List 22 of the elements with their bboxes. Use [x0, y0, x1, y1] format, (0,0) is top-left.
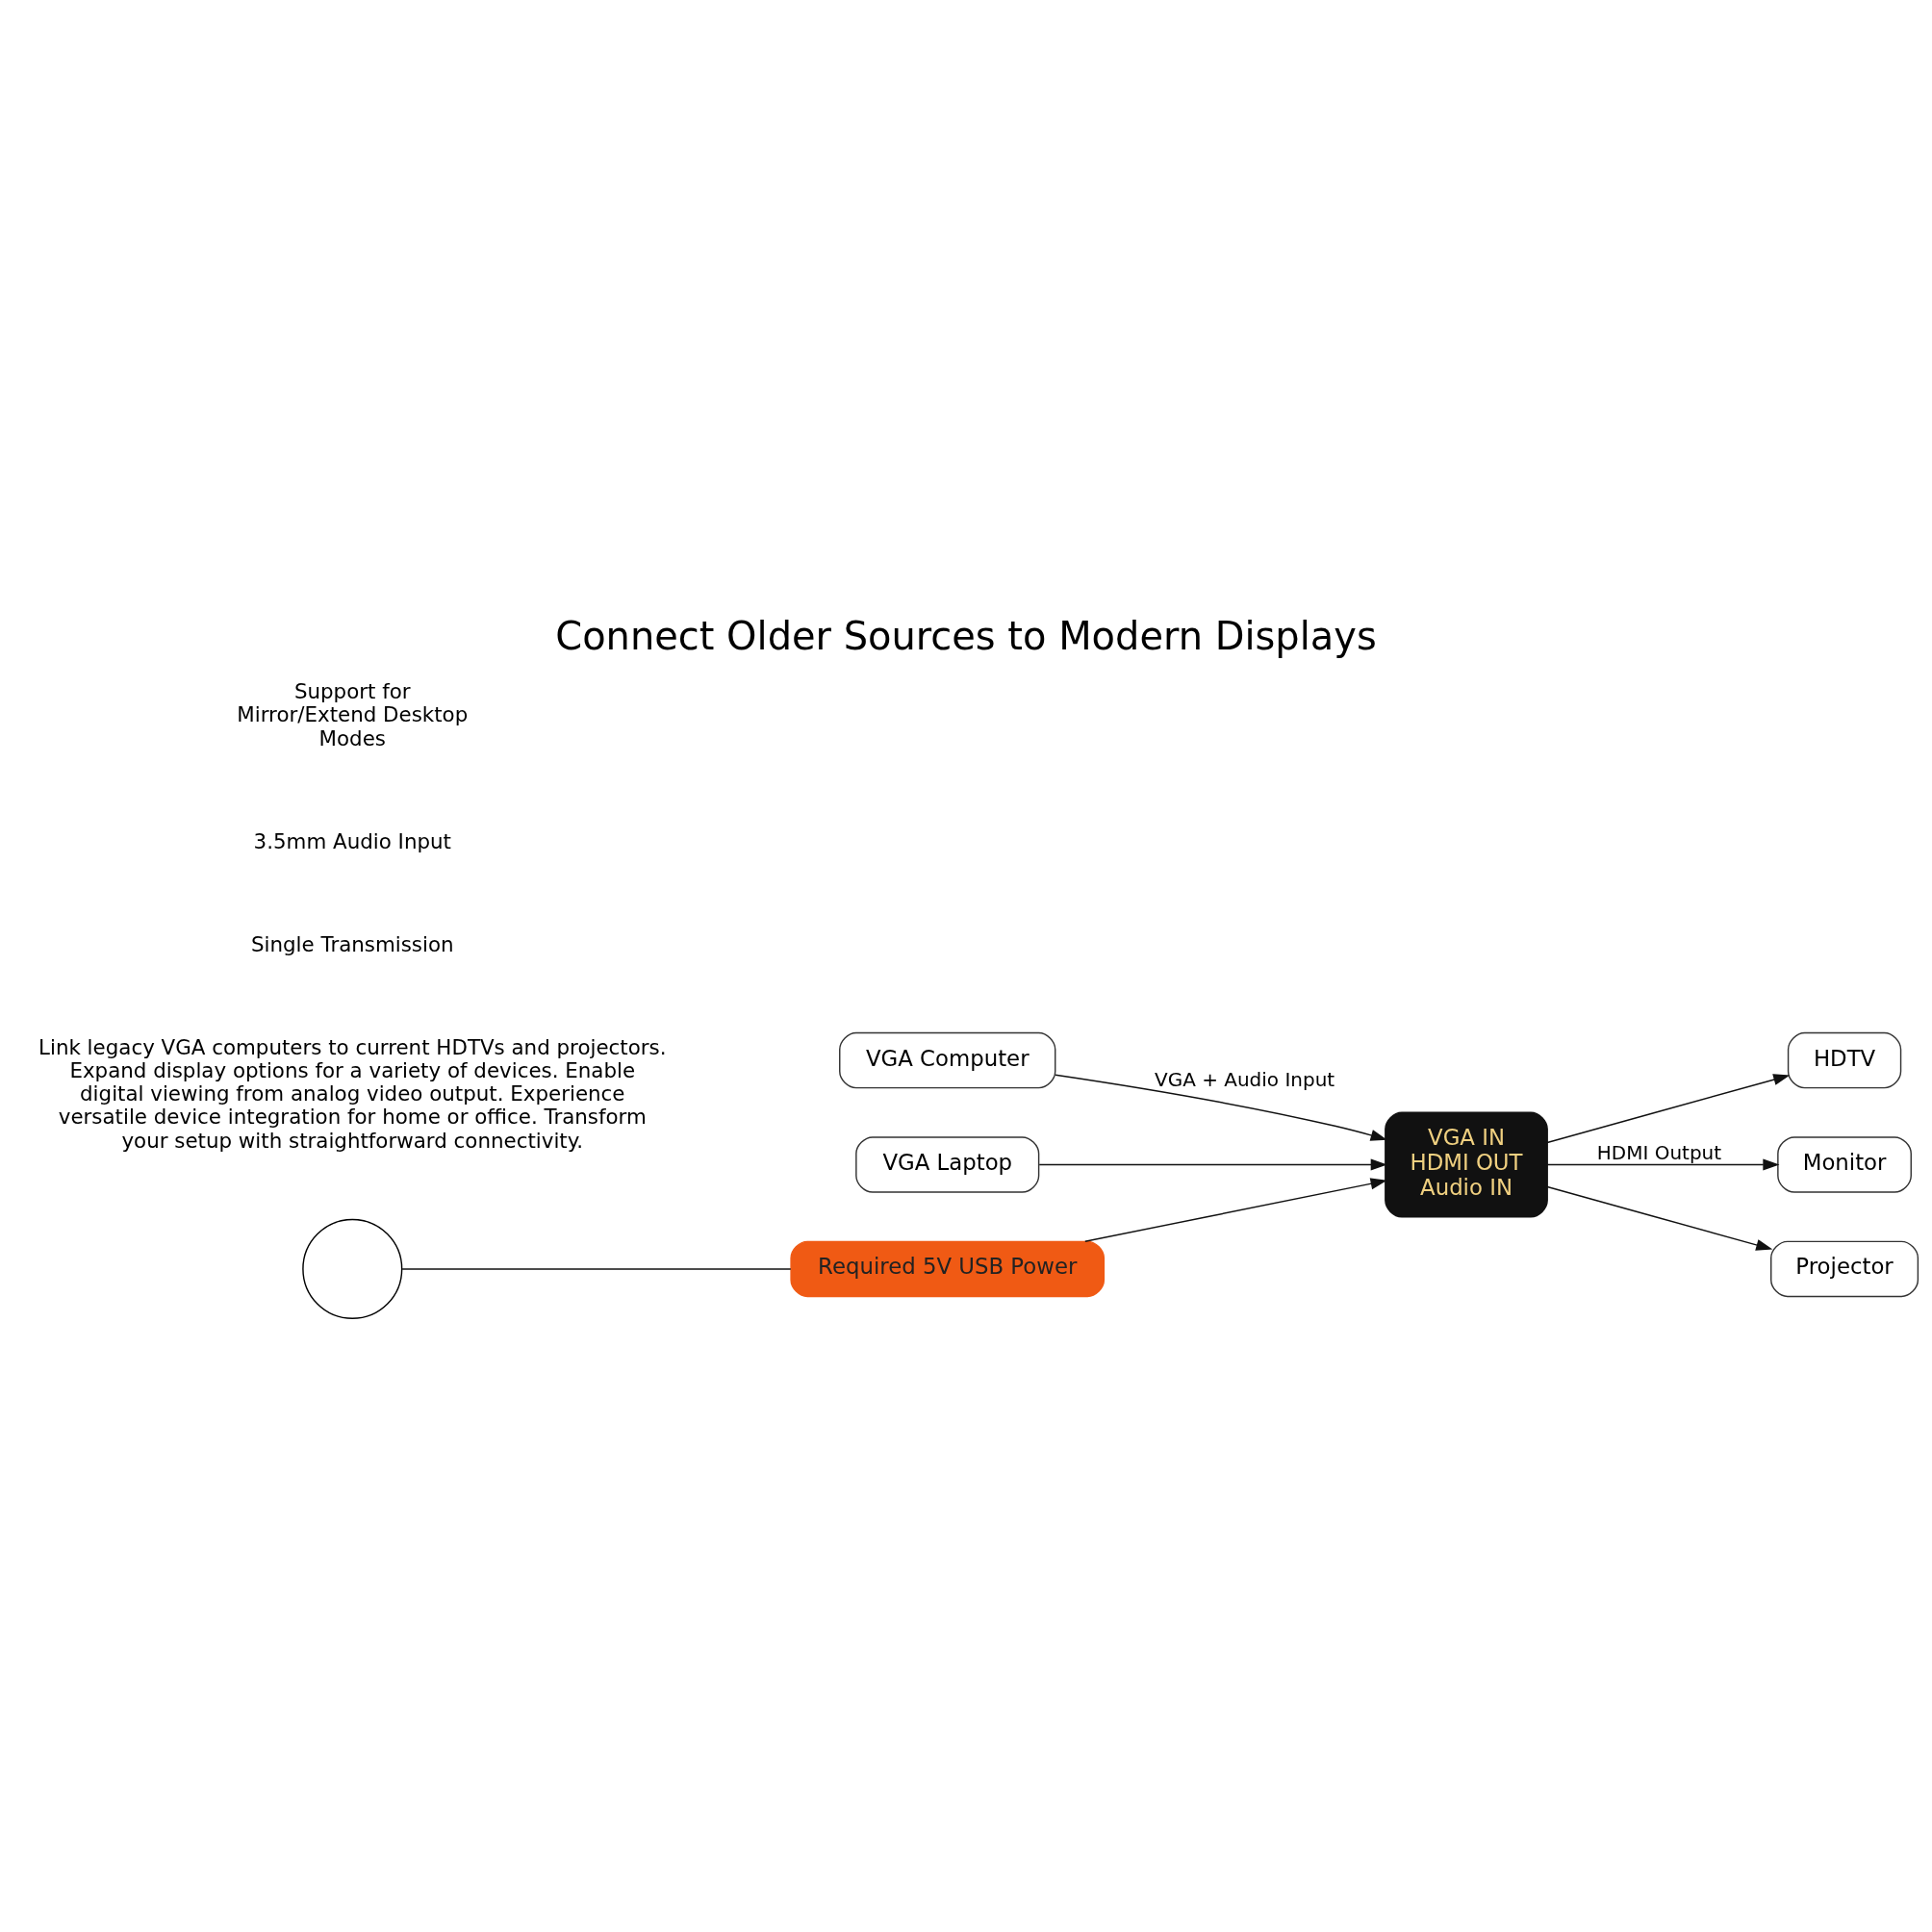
node-box: VGA Laptop	[855, 1136, 1040, 1193]
node-circle	[302, 1218, 403, 1319]
node-box: VGA Computer	[839, 1031, 1056, 1089]
label: Link legacy VGA computers to current HDTVs and projectors. Expand display options for a variety of devices. Enable digital viewing from analog video output. Experience versatile device integration for home or office. Transform your setup with straightforward connectivity.	[38, 1034, 667, 1153]
arrow	[1038, 1158, 1387, 1171]
node-box: VGA IN HDMI OUT Audio IN	[1385, 1111, 1548, 1218]
label: 3.5mm Audio Input	[253, 828, 451, 853]
arrow	[1546, 1158, 1780, 1171]
node-box: Projector	[1770, 1240, 1919, 1298]
diagram-title: Connect Older Sources to Modern Displays	[555, 614, 1377, 659]
label: Single Transmission	[250, 931, 454, 956]
node-box: HDTV	[1787, 1031, 1902, 1089]
arrow	[1084, 1178, 1387, 1242]
edge-label: VGA + Audio Input	[1155, 1068, 1335, 1092]
edge-label: HDMI Output	[1596, 1141, 1722, 1165]
node-box: Required 5V USB Power	[790, 1240, 1106, 1298]
arrow	[1546, 1185, 1773, 1251]
label: Support for Mirror/Extend Desktop Modes	[237, 679, 469, 750]
node-box: Monitor	[1777, 1136, 1912, 1193]
connector	[401, 1268, 792, 1270]
arrow	[1546, 1074, 1791, 1144]
arrow	[1055, 1074, 1387, 1141]
